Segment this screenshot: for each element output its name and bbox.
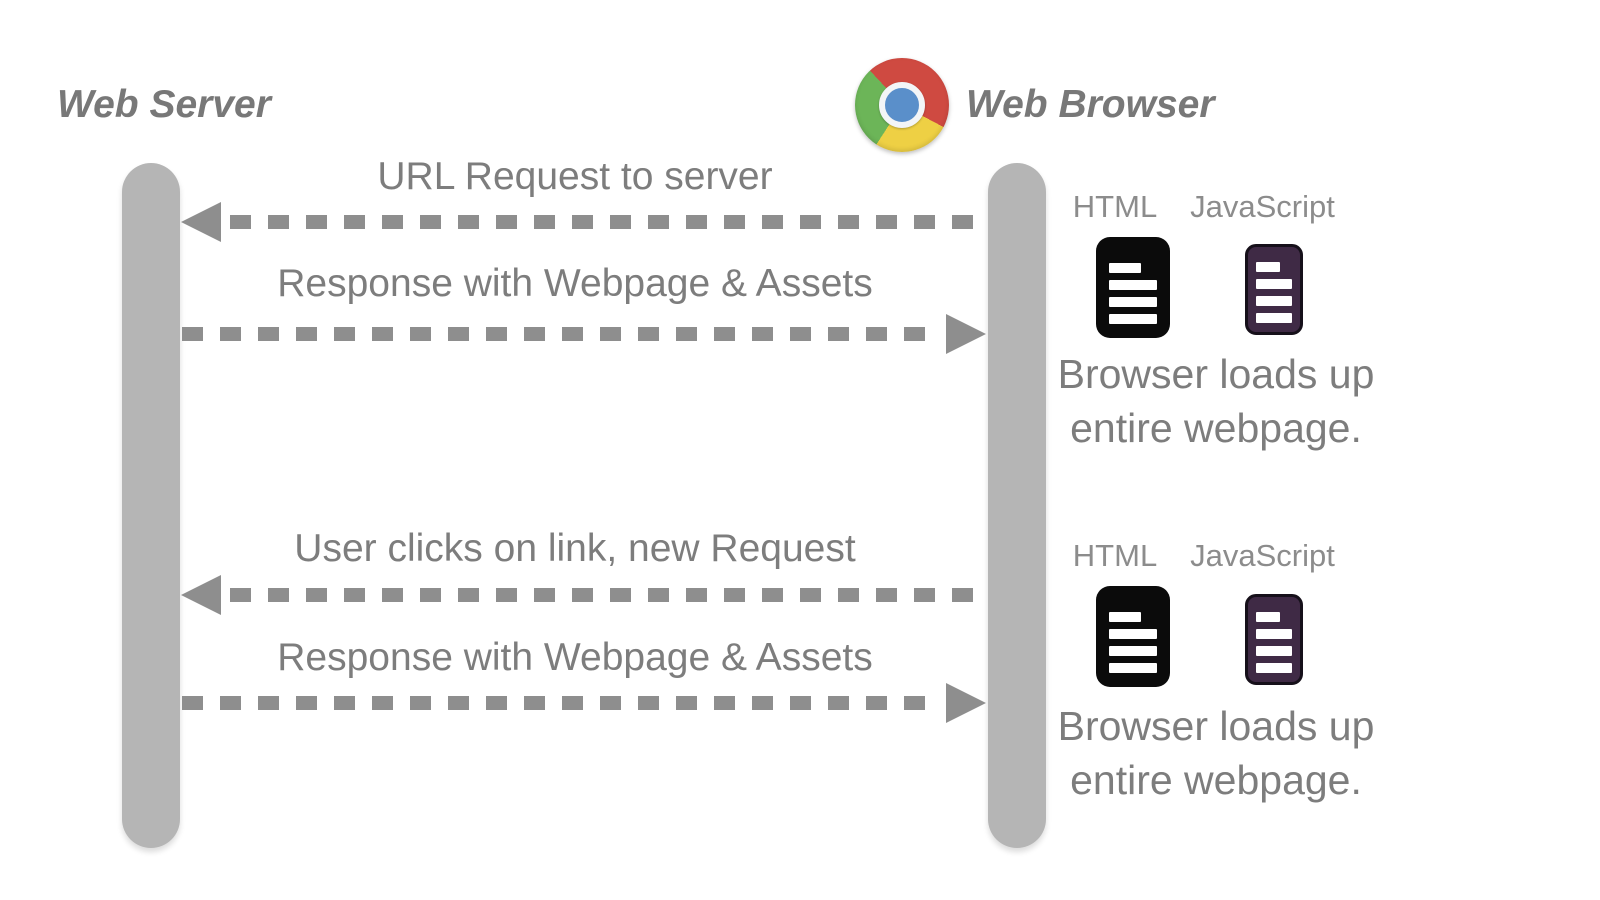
server-lifeline — [122, 163, 180, 848]
doc-line-icon — [1256, 296, 1292, 306]
message-1-label: URL Request to server — [377, 155, 773, 198]
html-document-icon-2 — [1096, 586, 1170, 687]
message-4-arrowhead-right-icon — [946, 683, 986, 723]
doc-line-icon — [1256, 262, 1280, 272]
message-3-label: User clicks on link, new Request — [294, 527, 856, 570]
doc-line-icon — [1109, 646, 1157, 656]
javascript-document-icon-2 — [1245, 594, 1303, 685]
javascript-label-2: JavaScript — [1190, 538, 1335, 573]
html-label-1: HTML — [1072, 189, 1158, 224]
doc-line-icon — [1256, 629, 1292, 639]
doc-line-icon — [1256, 663, 1292, 673]
web-browser-title: Web Browser — [966, 83, 1215, 126]
caption-line: Browser loads up — [1057, 351, 1375, 397]
message-3-dashed-line — [230, 588, 988, 602]
web-server-title: Web Server — [57, 83, 271, 126]
caption-line: entire webpage. — [1070, 405, 1362, 451]
chrome-center-icon — [879, 82, 925, 128]
message-4-label: Response with Webpage & Assets — [277, 636, 873, 679]
doc-line-icon — [1256, 612, 1280, 622]
doc-line-icon — [1109, 280, 1157, 290]
browser-caption-2: Browser loads up entire webpage. — [1040, 699, 1392, 807]
message-2-dashed-line — [182, 327, 940, 341]
doc-line-icon — [1109, 663, 1157, 673]
doc-line-icon — [1109, 263, 1141, 273]
javascript-label-1: JavaScript — [1190, 189, 1335, 224]
caption-line: entire webpage. — [1070, 757, 1362, 803]
html-document-icon-1 — [1096, 237, 1170, 338]
browser-caption-1: Browser loads up entire webpage. — [1040, 347, 1392, 455]
chrome-icon — [855, 58, 949, 152]
doc-line-icon — [1109, 629, 1157, 639]
browser-lifeline — [988, 163, 1046, 848]
doc-line-icon — [1256, 313, 1292, 323]
doc-line-icon — [1109, 612, 1141, 622]
doc-line-icon — [1256, 646, 1292, 656]
javascript-document-icon-1 — [1245, 244, 1303, 335]
caption-line: Browser loads up — [1057, 703, 1375, 749]
message-1-arrowhead-left-icon — [181, 202, 221, 242]
html-label-2: HTML — [1072, 538, 1158, 573]
message-4-dashed-line — [182, 696, 940, 710]
message-3-arrowhead-left-icon — [181, 575, 221, 615]
doc-line-icon — [1109, 314, 1157, 324]
doc-line-icon — [1109, 297, 1157, 307]
message-2-label: Response with Webpage & Assets — [277, 262, 873, 305]
message-1-dashed-line — [230, 215, 988, 229]
message-2-arrowhead-right-icon — [946, 314, 986, 354]
doc-line-icon — [1256, 279, 1292, 289]
